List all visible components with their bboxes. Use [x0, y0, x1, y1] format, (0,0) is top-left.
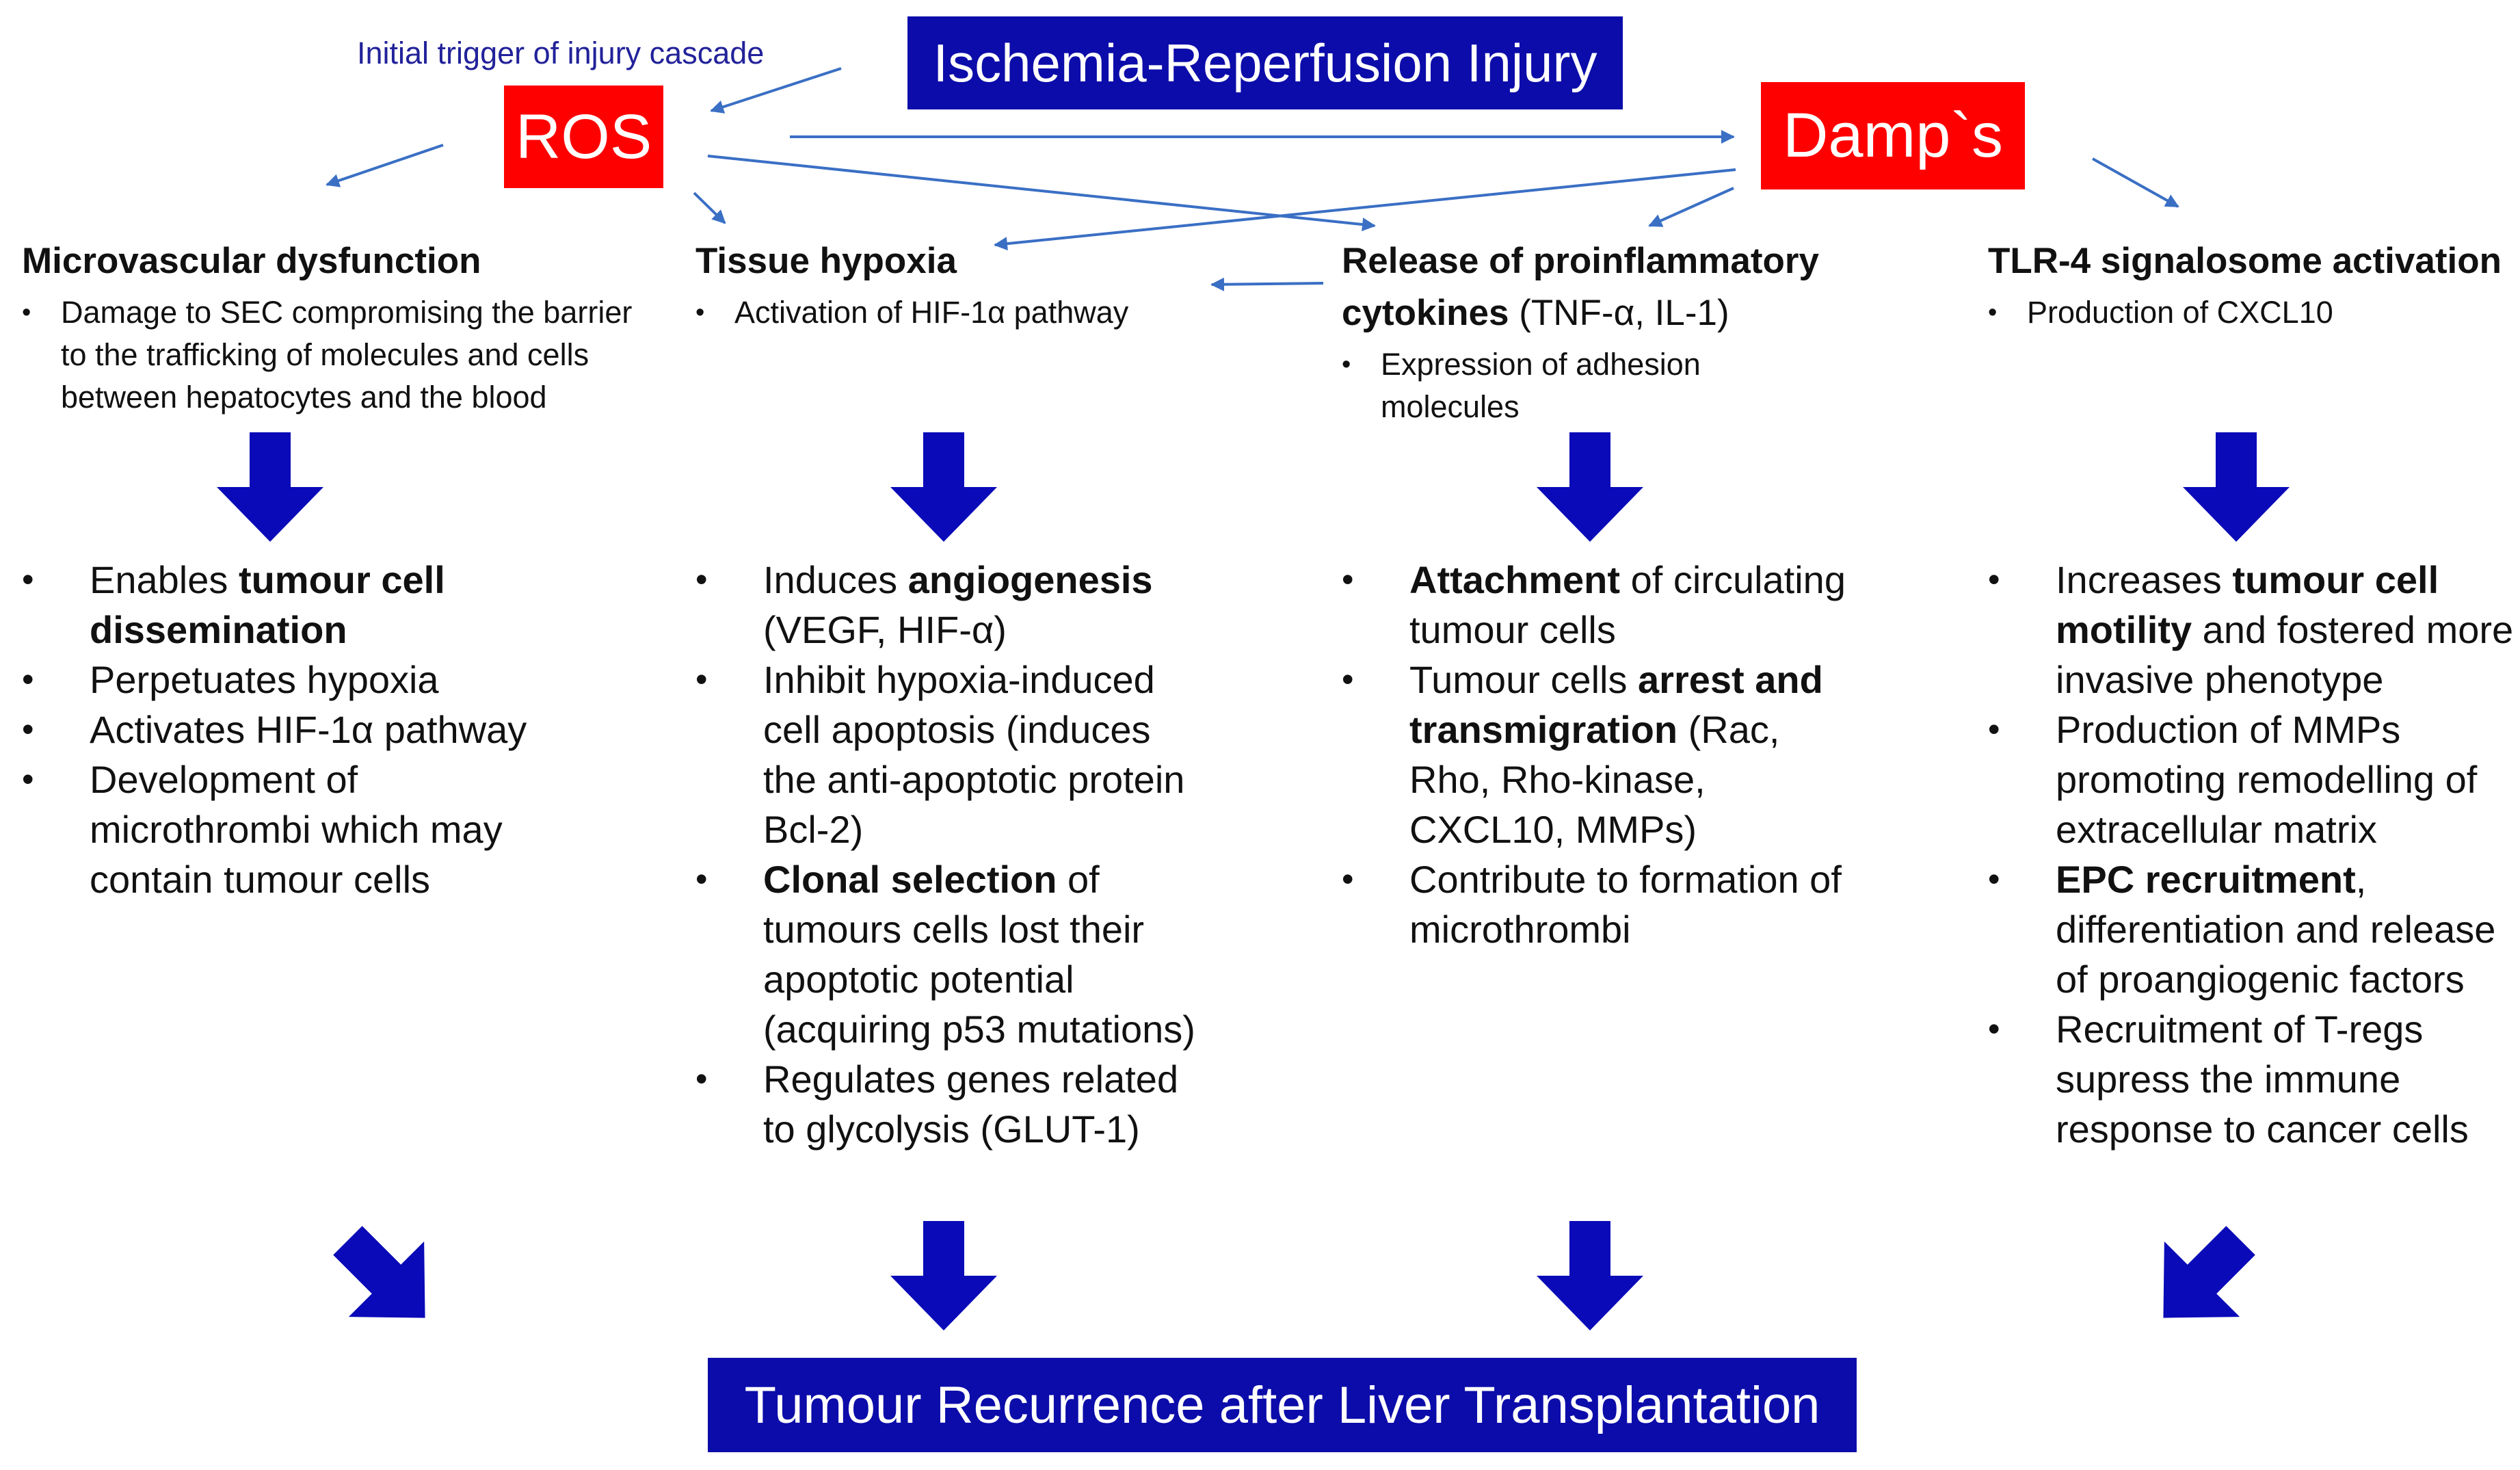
effect-text: Perpetuates hypoxia	[90, 658, 439, 701]
effect-item: Contribute to formation of microthrombi	[1342, 854, 1861, 954]
damps-box: Damp`s	[1761, 82, 2025, 189]
down-block-arrow-icon	[890, 432, 997, 542]
heading-proinflammatory-cytokines: Release of proinflammatory cytokines (TN…	[1342, 235, 1889, 339]
effects-tissue-hypoxia: Induces angiogenesis (VEGF, HIF-α)Inhibi…	[695, 555, 1202, 1154]
down-block-arrow-icon	[1537, 432, 1643, 542]
thin-arrow-icon	[1648, 187, 1734, 227]
effect-text: Production of MMPs promoting remodelling…	[2056, 708, 2478, 851]
diagonal-block-arrow-icon	[2125, 1203, 2279, 1356]
sub-list-microvascular: Damage to SEC compromising the barrier t…	[22, 291, 637, 419]
heading-tlr4-signalosome: TLR-4 signalosome activation	[1988, 241, 2502, 281]
effect-item: Tumour cells arrest and transmigration (…	[1342, 655, 1861, 854]
heading-tissue-hypoxia: Tissue hypoxia	[695, 241, 957, 281]
thin-arrow-icon	[994, 168, 1736, 251]
effect-text: (Rac, Rho, Rho-kinase, CXCL10, MMPs)	[1409, 708, 1780, 851]
ischemia-reperfusion-title: Ischemia-Reperfusion Injury	[907, 16, 1623, 109]
effect-item: Clonal selection of tumours cells lost t…	[695, 854, 1202, 1054]
column-tissue-hypoxia: Tissue hypoxia Activation of HIF-1α path…	[695, 235, 1188, 334]
sub-item: Production of CXCL10	[1988, 291, 2515, 334]
effect-emphasis: angiogenesis	[907, 558, 1153, 601]
thin-arrow-icon	[693, 192, 726, 224]
effect-text: Development of microthrombi which may co…	[90, 758, 503, 901]
down-block-arrow-icon	[217, 432, 323, 542]
effect-item: Activates HIF-1α pathway	[22, 705, 535, 754]
effect-text: of tumours cells lost their apoptotic po…	[763, 858, 1195, 1051]
thin-arrow-icon	[326, 144, 444, 187]
effect-item: Production of MMPs promoting remodelling…	[1988, 705, 2515, 854]
effect-text: and fostered more invasive phenotype	[2056, 608, 2514, 701]
effect-item: Regulates genes related to glycolysis (G…	[695, 1054, 1202, 1154]
sub-item: Expression of adhesion molecules	[1342, 343, 1725, 428]
effects-tlr4: Increases tumour cell motility and foste…	[1988, 555, 2515, 1154]
thin-arrow-icon	[710, 67, 842, 114]
down-block-arrow-icon	[1537, 1221, 1643, 1330]
effect-item: Recruitment of T-regs supress the immune…	[1988, 1004, 2515, 1154]
column-microvascular: Microvascular dysfunction Damage to SEC …	[22, 235, 637, 419]
effect-item: Inhibit hypoxia-induced cell apoptosis (…	[695, 655, 1202, 854]
effect-text: Activates HIF-1α pathway	[90, 708, 527, 751]
effect-item: Increases tumour cell motility and foste…	[1988, 555, 2515, 705]
heading-cytokines-main: Release of proinflammatory cytokines	[1342, 241, 1820, 333]
heading-microvascular-dysfunction: Microvascular dysfunction	[22, 241, 481, 281]
tumour-recurrence-title: Tumour Recurrence after Liver Transplant…	[708, 1358, 1857, 1452]
effect-item: Enables tumour cell dissemination	[22, 555, 535, 655]
effect-emphasis: arrest and transmigration	[1409, 658, 1823, 751]
effect-text: Increases	[2056, 558, 2233, 601]
down-block-arrow-icon	[2183, 432, 2290, 542]
effect-item: EPC recruitment, differentiation and rel…	[1988, 854, 2515, 1004]
sub-list-cytokines: Expression of adhesion molecules	[1342, 343, 1725, 428]
initial-trigger-label: Initial trigger of injury cascade	[357, 36, 765, 70]
effect-text: , differentiation and release of proangi…	[2056, 858, 2496, 1001]
sub-list-hypoxia: Activation of HIF-1α pathway	[695, 291, 1188, 334]
effects-cytokines: Attachment of circulating tumour cellsTu…	[1342, 555, 1861, 954]
thin-arrow-icon	[707, 155, 1376, 232]
effect-emphasis: EPC recruitment	[2056, 858, 2356, 901]
effect-item: Induces angiogenesis (VEGF, HIF-α)	[695, 555, 1202, 655]
effect-text: Inhibit hypoxia-induced cell apoptosis (…	[763, 658, 1185, 851]
heading-cytokines-suffix: (TNF-α, IL-1)	[1509, 293, 1729, 333]
effect-item: Perpetuates hypoxia	[22, 655, 535, 705]
sub-item: Damage to SEC compromising the barrier t…	[22, 291, 637, 419]
sub-item: Activation of HIF-1α pathway	[695, 291, 1188, 334]
effect-text: Contribute to formation of microthrombi	[1409, 858, 1842, 951]
effect-emphasis: Attachment	[1409, 558, 1621, 601]
effect-item: Attachment of circulating tumour cells	[1342, 555, 1861, 655]
effect-text: Enables	[90, 558, 239, 601]
effect-text: (VEGF, HIF-α)	[763, 608, 1007, 651]
thin-arrow-icon	[1210, 277, 1324, 291]
effect-emphasis: Clonal selection	[763, 858, 1057, 901]
ros-box: ROS	[504, 86, 663, 188]
effect-text: of circulating tumour cells	[1409, 558, 1846, 651]
effect-emphasis: tumour cell dissemination	[90, 558, 445, 651]
effect-text: Induces	[763, 558, 908, 601]
effect-item: Development of microthrombi which may co…	[22, 754, 535, 904]
effects-microvascular: Enables tumour cell disseminationPerpetu…	[22, 555, 535, 904]
column-cytokines: Release of proinflammatory cytokines (TN…	[1342, 235, 1889, 428]
thin-arrow-icon	[2092, 157, 2179, 208]
column-tlr4: TLR-4 signalosome activation Production …	[1988, 235, 2515, 334]
effect-text: Recruitment of T-regs supress the immune…	[2056, 1008, 2469, 1151]
down-block-arrow-icon	[890, 1221, 997, 1330]
sub-list-tlr4: Production of CXCL10	[1988, 291, 2515, 334]
effect-text: Regulates genes related to glycolysis (G…	[763, 1058, 1179, 1151]
effect-text: Tumour cells	[1409, 658, 1639, 701]
diagonal-block-arrow-icon	[310, 1203, 463, 1356]
effect-emphasis: tumour cell motility	[2056, 558, 2439, 651]
